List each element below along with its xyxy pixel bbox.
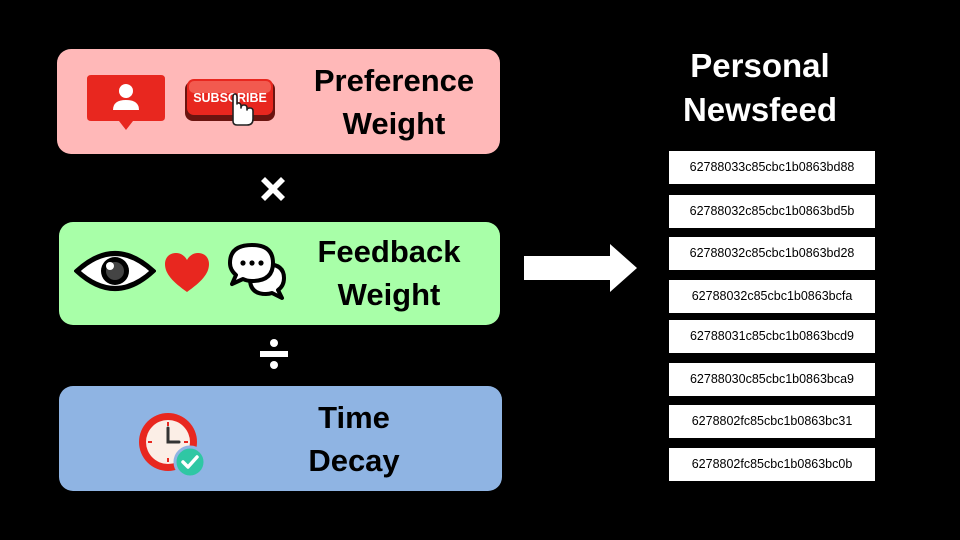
time-decay-box: Time Decay	[59, 386, 502, 491]
newsfeed-item[interactable]: 6278802fc85cbc1b0863bc31	[669, 405, 875, 438]
preference-label-line1: Preference	[313, 63, 475, 98]
newsfeed-title-line2: Newsfeed	[682, 91, 838, 128]
eye-icon	[74, 251, 156, 291]
feedback-weight-box: Feedback Weight	[59, 222, 500, 325]
hand-cursor-icon	[232, 93, 254, 126]
newsfeed-item[interactable]: 62788033c85cbc1b0863bd88	[669, 151, 875, 184]
time-label-line1: Time	[318, 400, 390, 435]
right-arrow-icon	[524, 244, 637, 292]
chat-bubbles-icon	[228, 243, 286, 300]
preference-label-line2: Weight	[342, 106, 446, 141]
feedback-label-line1: Feedback	[317, 234, 461, 269]
newsfeed-item[interactable]: 62788031c85cbc1b0863bcd9	[669, 320, 875, 353]
subscribe-label: SUBSCRIBE	[193, 91, 267, 105]
newsfeed-item[interactable]: 62788030c85cbc1b0863bca9	[669, 363, 875, 396]
preference-weight-box: SUBSCRIBE Preference Weight	[57, 49, 500, 154]
newsfeed-title-line1: Personal	[690, 47, 830, 84]
heart-icon	[165, 253, 209, 292]
divide-icon	[260, 339, 288, 369]
newsfeed-item[interactable]: 62788032c85cbc1b0863bd5b	[669, 195, 875, 228]
subscribe-button-icon: SUBSCRIBE	[185, 79, 275, 126]
time-label-line2: Decay	[308, 443, 400, 478]
newsfeed-title: Personal Newsfeed	[660, 44, 860, 132]
clock-check-icon	[139, 413, 207, 479]
newsfeed-item[interactable]: 62788032c85cbc1b0863bd28	[669, 237, 875, 270]
multiply-icon	[261, 177, 285, 201]
newsfeed-item[interactable]: 62788032c85cbc1b0863bcfa	[669, 280, 875, 313]
user-notification-icon	[87, 75, 165, 130]
newsfeed-item[interactable]: 6278802fc85cbc1b0863bc0b	[669, 448, 875, 481]
feedback-label-line2: Weight	[337, 277, 441, 312]
